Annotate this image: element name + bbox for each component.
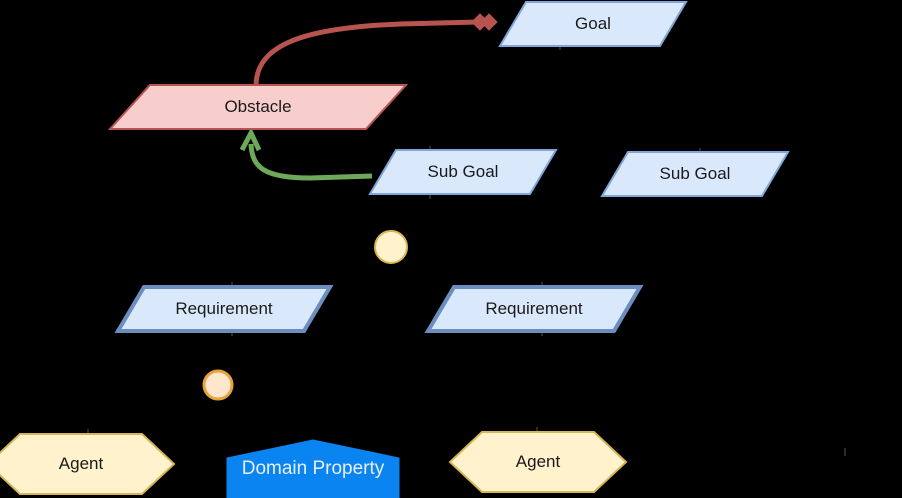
resolution-arrowhead	[239, 127, 262, 152]
obstruction-arrow[interactable]	[253, 19, 479, 87]
requirement-parallelogram-right[interactable]	[424, 285, 644, 333]
obstruction-diamond-marker-2	[480, 13, 498, 31]
edge-layer	[239, 13, 498, 181]
refinement-circle-lower[interactable]	[202, 369, 234, 401]
sub-goal-parallelogram-left[interactable]	[368, 149, 558, 195]
domain-property-pentagon[interactable]	[226, 439, 400, 498]
sub-goal-parallelogram-right[interactable]	[600, 151, 790, 197]
refinement-circle-upper[interactable]	[374, 230, 408, 264]
agent-hexagon-right[interactable]	[448, 431, 628, 493]
node-layer	[0, 0, 790, 498]
obstacle-parallelogram[interactable]	[107, 84, 409, 130]
agent-hexagon-left[interactable]	[0, 433, 176, 495]
requirement-parallelogram-left[interactable]	[114, 285, 334, 333]
resolution-arrow[interactable]	[248, 143, 373, 181]
goal-parallelogram[interactable]	[498, 0, 688, 47]
